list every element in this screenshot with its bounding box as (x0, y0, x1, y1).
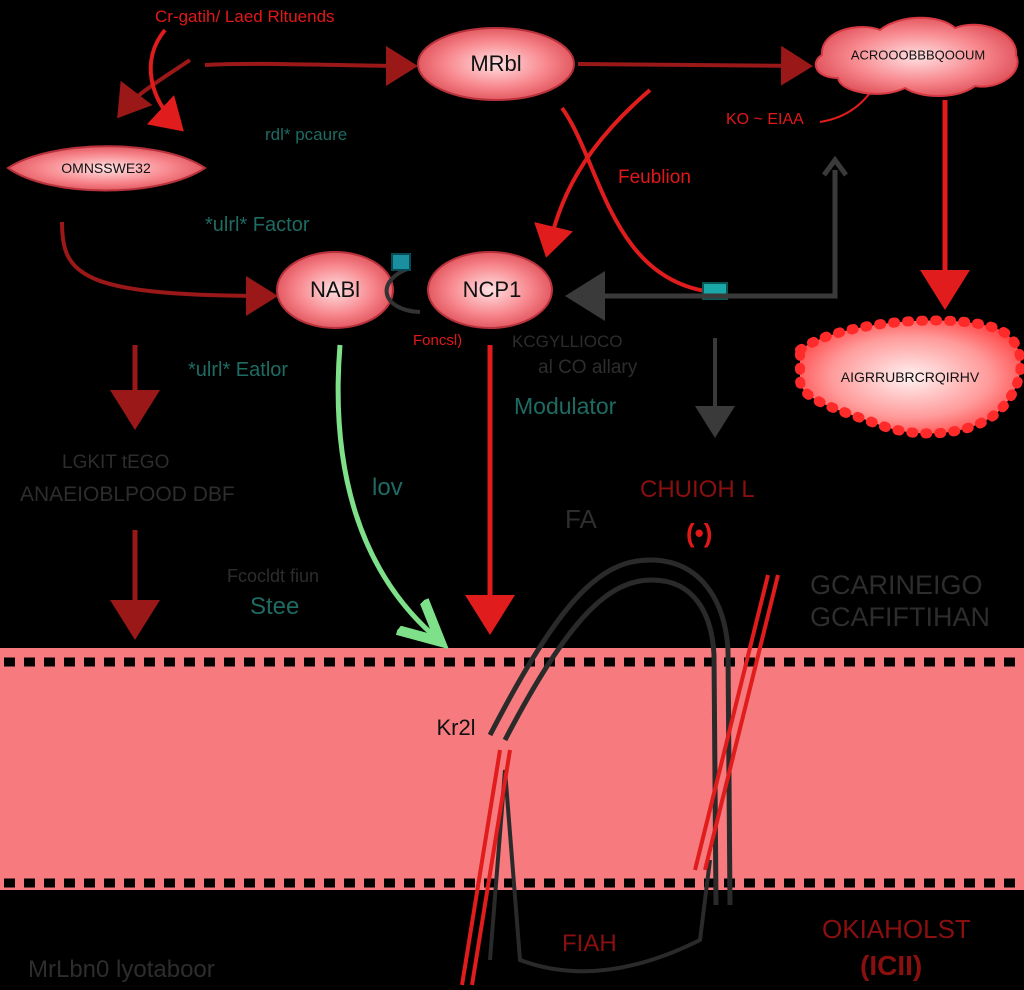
node-blob-label: AIGRRUBRCRQIRHV (840, 369, 980, 385)
nab-ncp-link (384, 266, 421, 314)
node-ncp1 (427, 251, 553, 329)
label-left-mid-1: Fcocldt fiun (227, 566, 320, 586)
label-bottom-right-1: OKIAHOLST (822, 914, 971, 944)
arrow-topleft-curve-1 (117, 58, 192, 119)
arrow-mrb1-to-ncp1 (534, 88, 652, 258)
node-cloud (814, 16, 1019, 97)
channel-arch-outer (487, 557, 733, 906)
node-nab1-label: NABl (309, 277, 361, 302)
label-right-dark-1: GCARINEIGO (810, 570, 983, 600)
node-cloud-label: ACROOOBBBQOOUM (850, 47, 986, 63)
label-teal-factor-2: *ulrl* Eatlor (188, 359, 289, 381)
label-teal-top: rdl* pcaure (265, 125, 348, 144)
label-teal-factor-1: *ulrl* Factor (205, 214, 310, 236)
right-red-line-2 (703, 574, 780, 871)
arrow-grey-to-ncp1 (565, 170, 838, 321)
label-left-dark-1: LGKIT tEGO (62, 452, 170, 473)
node-mrb1-label: MRbl (470, 51, 522, 76)
membrane-protein-label: Kr2l (436, 715, 476, 740)
label-lov: lov (372, 474, 403, 501)
label-right-dark-2: GCAFIFTIHAN (810, 602, 990, 632)
label-pah: FIAH (562, 930, 617, 957)
nab-ncp-marker (391, 253, 411, 271)
label-fa: FA (565, 504, 597, 534)
node-ncp1-label: NCP1 (462, 277, 522, 302)
node-omnsswe32-label: OMNSSWE32 (61, 160, 151, 176)
arrow-omn-to-nab1 (60, 221, 278, 316)
node-mrb1 (417, 27, 575, 101)
label-under-nab: Foncsl) (413, 332, 463, 349)
channel-red-line-1 (460, 749, 502, 986)
label-under-ncp-2: al CO allary (538, 357, 638, 378)
node-omnsswe32 (6, 145, 207, 192)
label-bottom-left: MrLbn0 lyotaboor (28, 956, 215, 983)
arrow-mrb1-to-cloud (577, 45, 813, 86)
arrow-green-nab-to-membrane (335, 344, 433, 635)
label-left-mid-2: Stee (250, 593, 300, 620)
label-red-center-1: CHUIOH L (640, 476, 755, 503)
arrow-grey-up-tip (821, 155, 849, 177)
channel-red-line-2 (470, 749, 512, 986)
channel-arch-inner (502, 577, 719, 906)
right-red-line-1 (693, 574, 770, 871)
label-red-center-2: (•) (686, 518, 713, 548)
node-nab1 (276, 251, 394, 329)
label-left-dark-2: ANAEIOBLPOOD DBF (20, 483, 235, 506)
arrow-feedback-loop (560, 106, 713, 294)
label-ko: KO ~ EIAA (726, 111, 804, 128)
arrow-topleft-curve-2 (146, 28, 184, 132)
arrow-topleft-to-mrb1 (204, 45, 418, 86)
node-blob (795, 315, 1024, 439)
label-feedback: Feublion (618, 167, 691, 188)
label-bottom-right-2: (ICII) (860, 950, 923, 981)
label-top-left: Cr-gatih/ Laed Rltuends (155, 7, 335, 26)
label-modulator: Modulator (514, 393, 617, 419)
channel-base-spike (488, 769, 712, 974)
label-under-ncp-1: KCGYLLIOCO (512, 332, 623, 351)
